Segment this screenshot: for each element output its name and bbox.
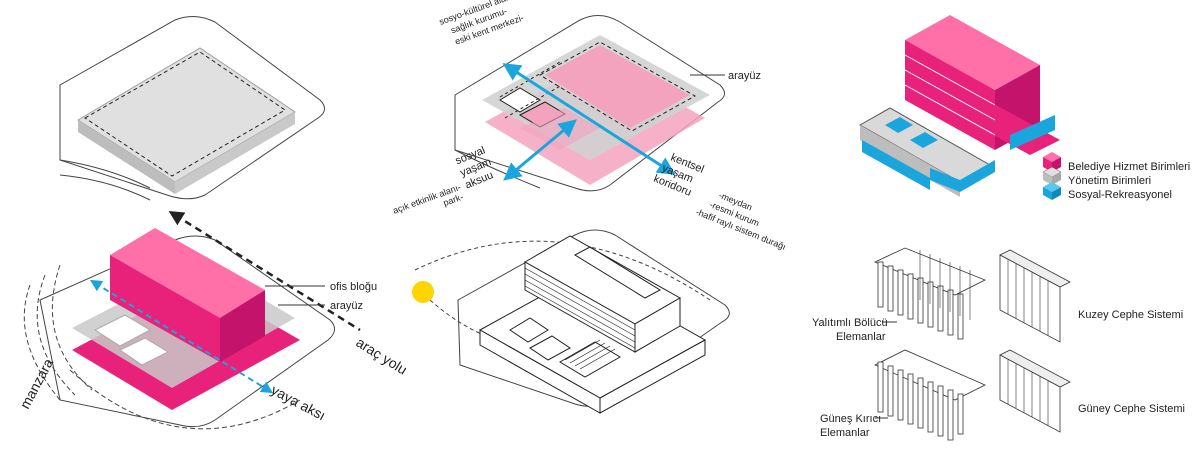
- interface-diagram-2: arayüz sosyo-kültürel alan- sağlık kurum…: [392, 0, 788, 252]
- program-blocks: [858, 15, 1060, 197]
- legend-label-yonetim: Yönetim Birimleri: [1068, 175, 1151, 187]
- label-kuzey: Kuzey Cephe Sistemi: [1078, 309, 1183, 321]
- legend-label-sosyal: Sosyal-Rekreasyonel: [1068, 189, 1172, 201]
- label-yaya-aksi: yaya aksı: [269, 382, 329, 424]
- label-guney: Güney Cephe Sistemi: [1078, 403, 1185, 415]
- facade-kuzey: [999, 249, 1071, 343]
- label-gunes-1: Güneş Kırıcı: [820, 413, 881, 425]
- site-plinth-top-left: [59, 16, 325, 201]
- building-axonometric: [412, 229, 730, 414]
- label-arac-yolu: araç yolu: [353, 334, 410, 378]
- facade-gunes: [874, 349, 986, 441]
- legend-item-belediye: Belediye Hizmet Birimleri: [1043, 152, 1190, 173]
- sun-icon: [412, 281, 434, 303]
- label-yalitimli-1: Yalıtımlı Bölücü: [812, 317, 888, 329]
- legend-label-belediye: Belediye Hizmet Birimleri: [1068, 161, 1190, 173]
- legend: Belediye Hizmet Birimleri Yönetim Biriml…: [1042, 152, 1190, 201]
- label-ofis-blogu: ofis bloğu: [330, 281, 377, 293]
- label-arayuz-2: arayüz: [728, 70, 761, 82]
- legend-item-sosyal: Sosyal-Rekreasyonel: [1043, 182, 1172, 201]
- massing-diagram-1: ofis bloğu arayüz araç yolu yaya aksı ma…: [17, 211, 410, 430]
- label-yalitimli-2: Elemanlar: [836, 331, 886, 343]
- label-gunes-2: Elemanlar: [820, 427, 870, 439]
- legend-item-yonetim: Yönetim Birimleri: [1042, 166, 1151, 187]
- facade-guney: [999, 349, 1071, 433]
- label-arayuz-1: arayüz: [330, 300, 363, 312]
- facade-yalitimli: [874, 247, 986, 340]
